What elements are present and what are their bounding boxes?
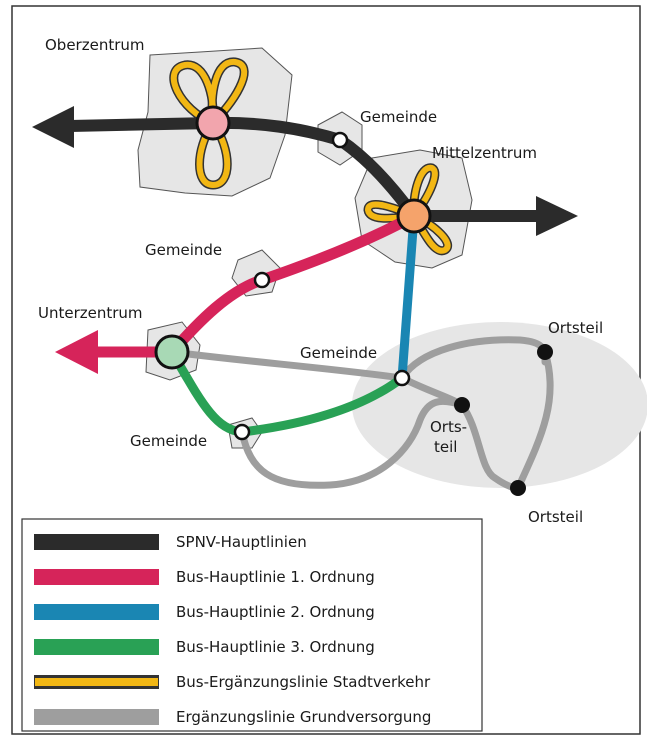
legend-label: Ergänzungslinie Grundversorgung [176, 708, 431, 726]
ortsteil-node-1 [537, 344, 553, 360]
ortsteil-node-2 [454, 397, 470, 413]
gemeinde-node-4 [233, 423, 251, 441]
legend-swatch [35, 678, 158, 686]
ortsteil-area [352, 322, 647, 488]
legend-label: Bus-Hauptlinie 3. Ordnung [176, 638, 375, 656]
label-ortsteil-2-line1: Orts- [430, 418, 467, 436]
grey-line-gemeinde-loop [238, 397, 466, 489]
bus2-line [397, 211, 419, 383]
ortsteil-node-3 [510, 480, 526, 496]
label-ortsteil-1: Ortsteil [548, 319, 603, 337]
legend-item: Bus-Ergänzungslinie Stadtverkehr [34, 673, 431, 691]
label-ortsteil-2-line2: teil [434, 438, 457, 456]
spnv-arrowhead-east [536, 196, 578, 236]
legend-label: Bus-Hauptlinie 2. Ordnung [176, 603, 375, 621]
label-gemeinde-3: Gemeinde [300, 344, 377, 362]
legend-item: SPNV-Hauptlinien [34, 533, 307, 551]
grundversorgung-lines [168, 336, 554, 492]
gemeinde-node-2 [253, 271, 271, 289]
stadtverkehr-oberzentrum [169, 57, 249, 190]
spnv-arrowhead-west [32, 106, 74, 148]
grey-line-ortsteil-1-3 [514, 348, 554, 492]
legend-label: Bus-Hauptlinie 1. Ordnung [176, 568, 375, 586]
label-unterzentrum: Unterzentrum [38, 304, 143, 322]
legend-label: SPNV-Hauptlinien [176, 533, 307, 551]
mittelzentrum-node [396, 198, 432, 234]
legend-swatch [34, 709, 159, 725]
unterzentrum-node [154, 334, 190, 370]
gemeinde-node-3 [393, 369, 411, 387]
label-gemeinde-4: Gemeinde [130, 432, 207, 450]
bus1-arrowhead [55, 330, 98, 374]
label-gemeinde-1: Gemeinde [360, 108, 437, 126]
label-mittelzentrum: Mittelzentrum [432, 144, 537, 162]
legend-item: Bus-Hauptlinie 3. Ordnung [34, 638, 375, 656]
legend-item: Ergänzungslinie Grundversorgung [34, 708, 431, 726]
label-gemeinde-2: Gemeinde [145, 241, 222, 259]
oberzentrum-node [195, 105, 231, 141]
spnv-line-west [69, 117, 214, 132]
legend-box [21, 518, 483, 732]
label-oberzentrum: Oberzentrum [45, 36, 145, 54]
legend-swatch [34, 569, 159, 585]
label-ortsteil-3: Ortsteil [528, 508, 583, 526]
gemeinde-node-1 [331, 131, 349, 149]
stadtverkehr-mittelzentrum [363, 163, 452, 256]
legend-item: Bus-Hauptlinie 1. Ordnung [34, 568, 375, 586]
legend-swatch [34, 604, 159, 620]
legend-swatch [34, 639, 159, 655]
legend-swatch [34, 534, 159, 550]
legend-item: Bus-Hauptlinie 2. Ordnung [34, 603, 375, 621]
legend-label: Bus-Ergänzungslinie Stadtverkehr [176, 673, 431, 691]
grey-line-unterzentrum-gemeinde [168, 348, 406, 382]
